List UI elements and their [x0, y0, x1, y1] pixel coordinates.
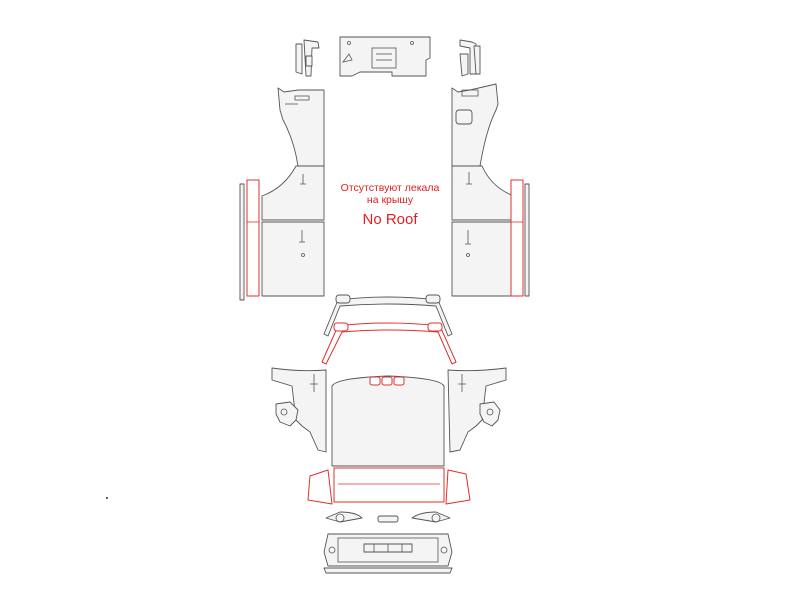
no-roof-label: No Roof: [362, 211, 418, 228]
right-mirror-cap: [479, 401, 501, 427]
notice-line-1: Отсутствуют лекала: [340, 182, 440, 194]
right-quarter-panel: [451, 83, 499, 167]
windshield-frame-red: [321, 322, 457, 365]
right-pillar-pieces: [459, 39, 481, 77]
left-rocker-strips: [239, 179, 260, 301]
windshield-header-trim: [323, 294, 453, 337]
right-front-door: [451, 221, 513, 297]
left-pillar-pieces: [295, 39, 320, 77]
front-grille: [323, 533, 453, 567]
grille-lower-strip: [323, 567, 453, 574]
notice-line-2: на крышу: [366, 194, 414, 206]
stray-dot: [106, 497, 108, 499]
right-lamp-trim: [411, 511, 451, 523]
right-front-fender: [447, 367, 507, 453]
left-mirror-cap: [275, 401, 299, 427]
rear-panel: [339, 36, 431, 77]
left-front-door: [261, 221, 325, 297]
left-lamp-trim: [325, 511, 363, 523]
left-rear-door: [261, 165, 325, 221]
right-rocker-strips: [510, 179, 530, 297]
center-lamp-trim: [377, 515, 399, 523]
missing-roof-notice: Отсутствуют лекала на крышу: [320, 182, 460, 206]
front-bumper-red: [307, 467, 471, 505]
left-quarter-panel: [277, 87, 325, 167]
right-rear-door: [451, 165, 515, 221]
hood: [331, 375, 445, 467]
